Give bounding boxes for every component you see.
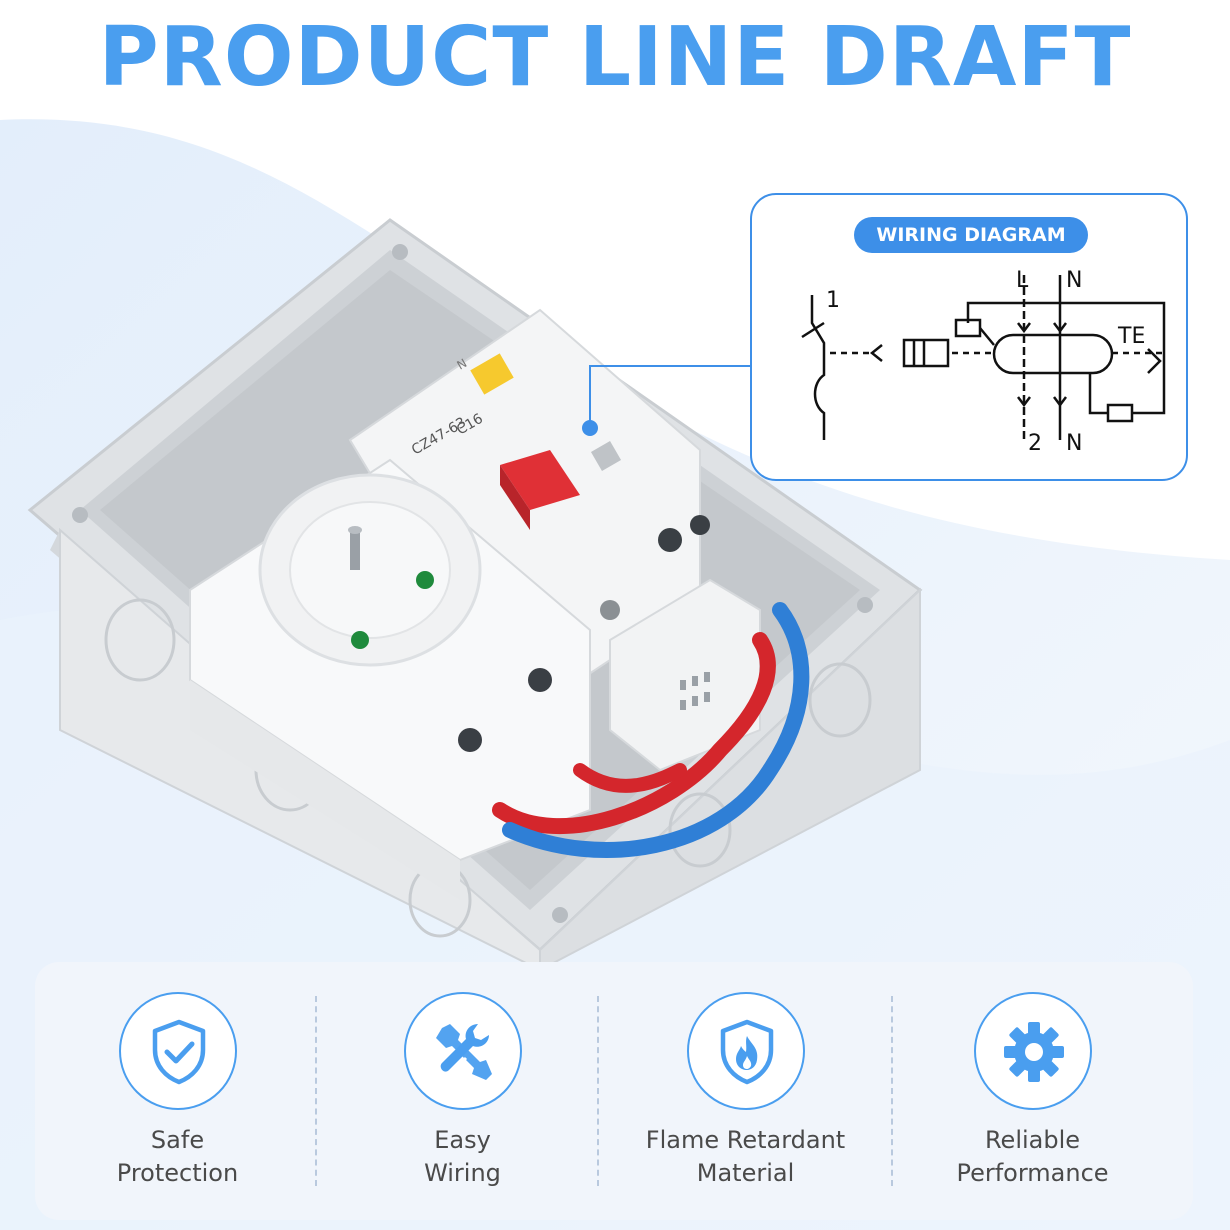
feature-label-line1: Flame Retardant: [645, 1126, 846, 1154]
feature-divider: [315, 996, 317, 1186]
feature-icon-circle: [686, 992, 805, 1110]
wiring-diagram-title: WIRING DIAGRAM: [854, 217, 1088, 253]
shield-check-icon: [152, 1019, 205, 1085]
feature-label: Safe Protection: [35, 1124, 320, 1190]
feature-divider: [597, 996, 599, 1186]
wrench-screwdriver-icon: [435, 1024, 492, 1080]
label-n-bottom: N: [1066, 431, 1082, 456]
feature-flame-retardant: Flame Retardant Material: [603, 962, 888, 1220]
feature-label: Reliable Performance: [890, 1124, 1175, 1190]
feature-easy-wiring: Easy Wiring: [320, 962, 605, 1220]
wiring-diagram: L N 1 TE 2 N: [801, 268, 1166, 456]
shield-flame-icon: [720, 1019, 773, 1085]
feature-label-line1: Easy: [434, 1126, 491, 1154]
feature-icon-circle: [118, 992, 237, 1110]
label-n-top: N: [1066, 268, 1082, 293]
feature-label-line2: Material: [696, 1159, 795, 1187]
feature-icon-circle: [403, 992, 522, 1110]
feature-label-line2: Protection: [116, 1159, 239, 1187]
feature-label-line1: Reliable: [984, 1126, 1081, 1154]
feature-icon-circle: [973, 992, 1092, 1110]
feature-label-line2: Performance: [956, 1159, 1109, 1187]
feature-label: Easy Wiring: [320, 1124, 605, 1190]
feature-safe-protection: Safe Protection: [35, 962, 320, 1220]
features-panel: Safe Protection Easy Wiring Flam: [35, 962, 1193, 1220]
label-te: TE: [1117, 324, 1145, 349]
gear-icon: [1003, 1022, 1064, 1082]
label-one: 1: [826, 288, 840, 313]
label-two: 2: [1028, 431, 1042, 456]
feature-divider: [891, 996, 893, 1186]
label-l-top: L: [1016, 268, 1029, 293]
page-title: PRODUCT LINE DRAFT: [98, 10, 1132, 105]
product-image: CZ47-63 C16 N: [27, 218, 923, 970]
feature-label: Flame Retardant Material: [603, 1124, 888, 1190]
feature-label-line1: Safe: [150, 1126, 205, 1154]
feature-reliable-performance: Reliable Performance: [890, 962, 1175, 1220]
wiring-diagram-callout: WIRING DIAGRAM: [750, 193, 1188, 481]
feature-label-line2: Wiring: [424, 1159, 501, 1187]
